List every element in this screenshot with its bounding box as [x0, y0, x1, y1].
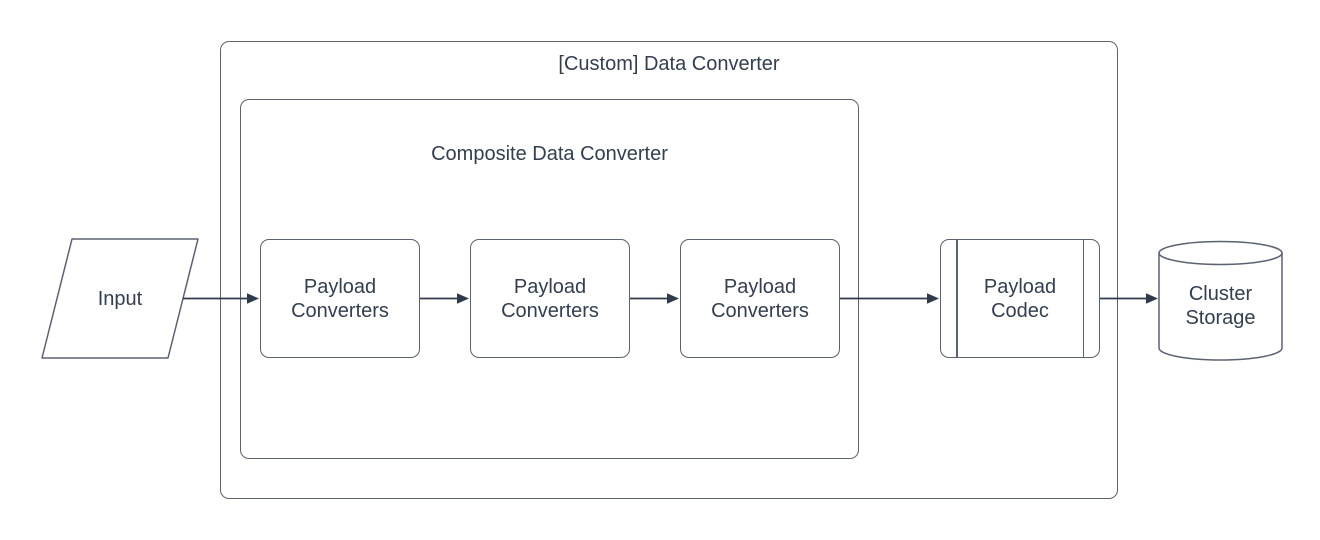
node-payload-converters-3-label: Payload Converters: [711, 275, 809, 322]
node-payload-codec-label: Payload Codec: [983, 275, 1057, 322]
node-payload-converters-1: Payload Converters: [260, 239, 420, 358]
codec-left-bar: [956, 240, 958, 357]
node-input: Input: [42, 239, 198, 358]
group-custom-data-converter-title: [Custom] Data Converter: [558, 53, 780, 75]
codec-right-bar: [1082, 240, 1084, 357]
node-cluster-storage-label: Cluster Storage: [1185, 283, 1256, 329]
node-cluster-storage: Cluster Storage: [1159, 252, 1282, 360]
node-payload-converters-2: Payload Converters: [470, 239, 630, 358]
node-input-label: Input: [97, 287, 143, 310]
group-composite-data-converter: Composite Data Converter: [240, 99, 859, 459]
node-payload-converters-3: Payload Converters: [680, 239, 840, 358]
node-payload-codec: Payload Codec: [940, 239, 1100, 358]
node-payload-converters-2-label: Payload Converters: [501, 275, 599, 322]
group-composite-data-converter-title: Composite Data Converter: [431, 143, 668, 165]
node-payload-converters-1-label: Payload Converters: [291, 275, 389, 322]
group-custom-data-converter: [Custom] Data Converter: [220, 41, 1118, 499]
